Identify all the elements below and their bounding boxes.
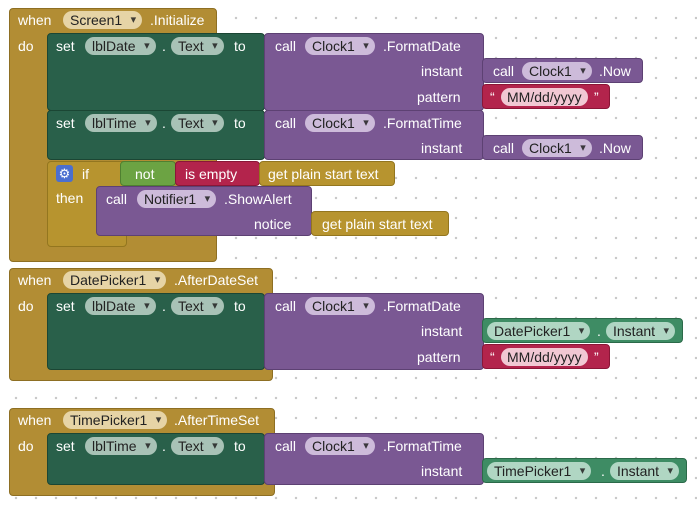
call-keyword: call <box>275 438 297 454</box>
to-keyword: to <box>234 115 246 131</box>
target-dropdown-lbltime[interactable]: lblTime <box>85 437 157 455</box>
set-keyword: set <box>56 438 75 454</box>
dot-separator: . <box>601 463 605 479</box>
property-dropdown-text[interactable]: Text <box>171 37 224 55</box>
string-value-pattern[interactable]: MM/dd/yyyy <box>501 88 588 106</box>
component-dropdown-clock1[interactable]: Clock1 <box>305 297 375 315</box>
pattern-label: pattern <box>417 349 461 365</box>
set-block-lbltime-text[interactable] <box>47 110 265 160</box>
call-keyword: call <box>275 298 297 314</box>
when-keyword: when <box>18 272 52 288</box>
then-keyword: then <box>56 190 84 206</box>
dot-separator: . <box>597 323 601 339</box>
to-keyword: to <box>234 438 246 454</box>
get-start-text-block[interactable] <box>311 211 449 236</box>
is-empty-keyword: is empty <box>185 166 238 182</box>
method-name-formatdate: .FormatDate <box>383 38 461 54</box>
event-name-initialize: .Initialize <box>150 12 205 28</box>
instant-label: instant <box>421 63 463 79</box>
not-block[interactable] <box>120 161 176 186</box>
component-dropdown-clock1[interactable]: Clock1 <box>522 62 592 80</box>
event-name-afterdateset: .AfterDateSet <box>174 272 259 288</box>
set-block-lbltime-text[interactable] <box>47 433 265 485</box>
dot-separator: . <box>162 298 166 314</box>
method-name-now: .Now <box>599 140 631 156</box>
is-empty-block[interactable] <box>175 161 260 186</box>
do-keyword: do <box>18 298 34 314</box>
pattern-label: pattern <box>417 89 461 105</box>
method-name-now: .Now <box>599 63 631 79</box>
component-dropdown-clock1[interactable]: Clock1 <box>522 139 592 157</box>
call-keyword: call <box>493 63 515 79</box>
property-dropdown-text[interactable]: Text <box>171 297 224 315</box>
set-block-lbldate-text[interactable] <box>47 33 265 111</box>
instant-label: instant <box>421 140 463 156</box>
call-keyword: call <box>106 191 128 207</box>
when-keyword: when <box>18 412 52 428</box>
dot-separator: . <box>162 115 166 131</box>
to-keyword: to <box>234 298 246 314</box>
target-dropdown-lbldate[interactable]: lblDate <box>85 37 156 55</box>
call-keyword: call <box>275 115 297 131</box>
to-keyword: to <box>234 38 246 54</box>
string-value-pattern[interactable]: MM/dd/yyyy <box>501 348 588 366</box>
method-name-formatdate: .FormatDate <box>383 298 461 314</box>
quote-close: ” <box>594 89 599 105</box>
call-block-clock1-formattime[interactable] <box>264 110 484 160</box>
component-dropdown-timepicker1[interactable]: TimePicker1 <box>63 411 168 429</box>
component-dropdown-datepicker1[interactable]: DatePicker1 <box>63 271 167 289</box>
instant-label: instant <box>421 463 463 479</box>
when-keyword: when <box>18 12 52 28</box>
quote-open: “ <box>490 89 495 105</box>
property-dropdown-instant[interactable]: Instant <box>606 322 676 340</box>
set-block-lbldate-text[interactable] <box>47 293 265 370</box>
quote-open: “ <box>490 349 495 365</box>
set-keyword: set <box>56 298 75 314</box>
quote-close: ” <box>594 349 599 365</box>
target-dropdown-lbltime[interactable]: lblTime <box>85 114 157 132</box>
get-start-text-label: get plain start text <box>322 216 433 232</box>
property-dropdown-text[interactable]: Text <box>171 114 224 132</box>
event-name-aftertimeset: .AfterTimeSet <box>174 412 260 428</box>
dot-separator: . <box>162 438 166 454</box>
component-dropdown-clock1[interactable]: Clock1 <box>305 37 375 55</box>
property-dropdown-instant[interactable]: Instant <box>610 462 680 480</box>
component-dropdown-notifier1[interactable]: Notifier1 <box>137 190 217 208</box>
notice-label: notice <box>254 216 292 232</box>
if-keyword: if <box>82 166 89 182</box>
set-keyword: set <box>56 38 75 54</box>
property-dropdown-text[interactable]: Text <box>171 437 224 455</box>
component-dropdown-datepicker1[interactable]: DatePicker1 <box>487 322 591 340</box>
do-keyword: do <box>18 38 34 54</box>
component-dropdown-clock1[interactable]: Clock1 <box>305 437 375 455</box>
get-start-text-label: get plain start text <box>268 166 379 182</box>
do-keyword: do <box>18 438 34 454</box>
target-dropdown-lbldate[interactable]: lblDate <box>85 297 156 315</box>
component-dropdown-screen1[interactable]: Screen1 <box>63 11 143 29</box>
set-keyword: set <box>56 115 75 131</box>
method-name-showalert: .ShowAlert <box>224 191 292 207</box>
component-dropdown-clock1[interactable]: Clock1 <box>305 114 375 132</box>
call-keyword: call <box>275 38 297 54</box>
call-keyword: call <box>493 140 515 156</box>
gear-icon[interactable]: ⚙ <box>56 165 73 182</box>
get-start-text-block[interactable] <box>259 161 395 186</box>
dot-separator: . <box>162 38 166 54</box>
instant-label: instant <box>421 323 463 339</box>
component-dropdown-timepicker1[interactable]: TimePicker1 <box>487 462 592 480</box>
method-name-formattime: .FormatTime <box>383 115 462 131</box>
not-keyword: not <box>135 166 155 182</box>
method-name-formattime: .FormatTime <box>383 438 462 454</box>
